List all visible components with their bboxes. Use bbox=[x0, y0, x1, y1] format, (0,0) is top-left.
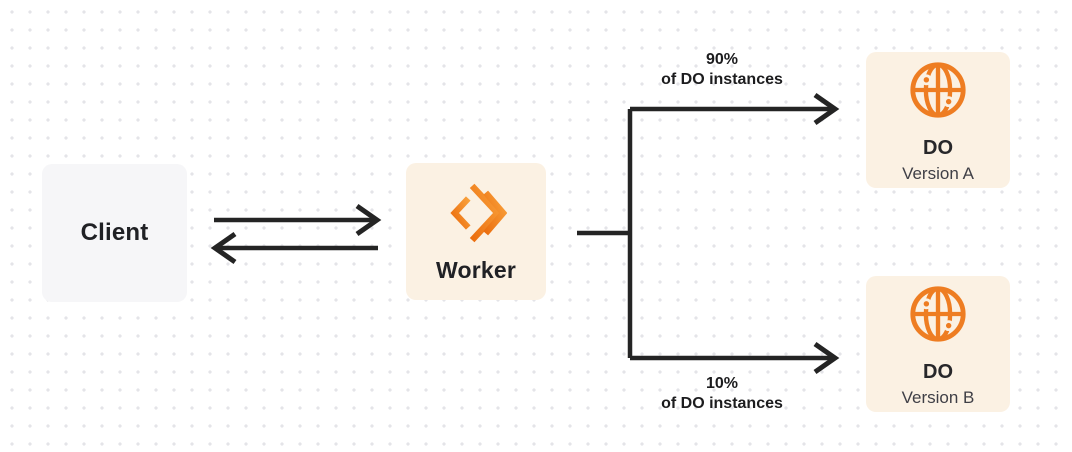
split-bottom-percent: 10% bbox=[705, 375, 739, 392]
client-node: Client bbox=[42, 164, 187, 302]
do-version-b-node: DO Version B bbox=[866, 276, 1010, 412]
arrow-to-do-version-b bbox=[813, 341, 840, 375]
do-version-a-title: DO bbox=[923, 137, 953, 159]
split-branch-line bbox=[577, 106, 831, 361]
cloudflare-workers-icon bbox=[445, 180, 508, 246]
worker-label: Worker bbox=[435, 257, 517, 283]
do-version-b-title: DO bbox=[923, 361, 953, 383]
split-top-label: 90% of DO instances bbox=[622, 50, 822, 90]
arrow-client-to-worker bbox=[214, 203, 382, 237]
durable-object-globe-icon bbox=[907, 283, 969, 345]
split-top-percent: 90% bbox=[705, 51, 739, 68]
split-bottom-label: 10% of DO instances bbox=[622, 374, 822, 414]
arrow-worker-to-client bbox=[210, 231, 378, 265]
durable-object-globe-icon bbox=[907, 59, 969, 121]
split-top-caption: of DO instances bbox=[661, 71, 783, 88]
do-version-a-node: DO Version A bbox=[866, 52, 1010, 188]
client-label: Client bbox=[80, 219, 149, 246]
arrow-to-do-version-a bbox=[813, 92, 840, 126]
do-version-a-subtitle: Version A bbox=[902, 164, 974, 183]
worker-node: Worker bbox=[406, 163, 546, 300]
split-bottom-caption: of DO instances bbox=[661, 395, 783, 412]
do-version-b-subtitle: Version B bbox=[901, 388, 975, 407]
